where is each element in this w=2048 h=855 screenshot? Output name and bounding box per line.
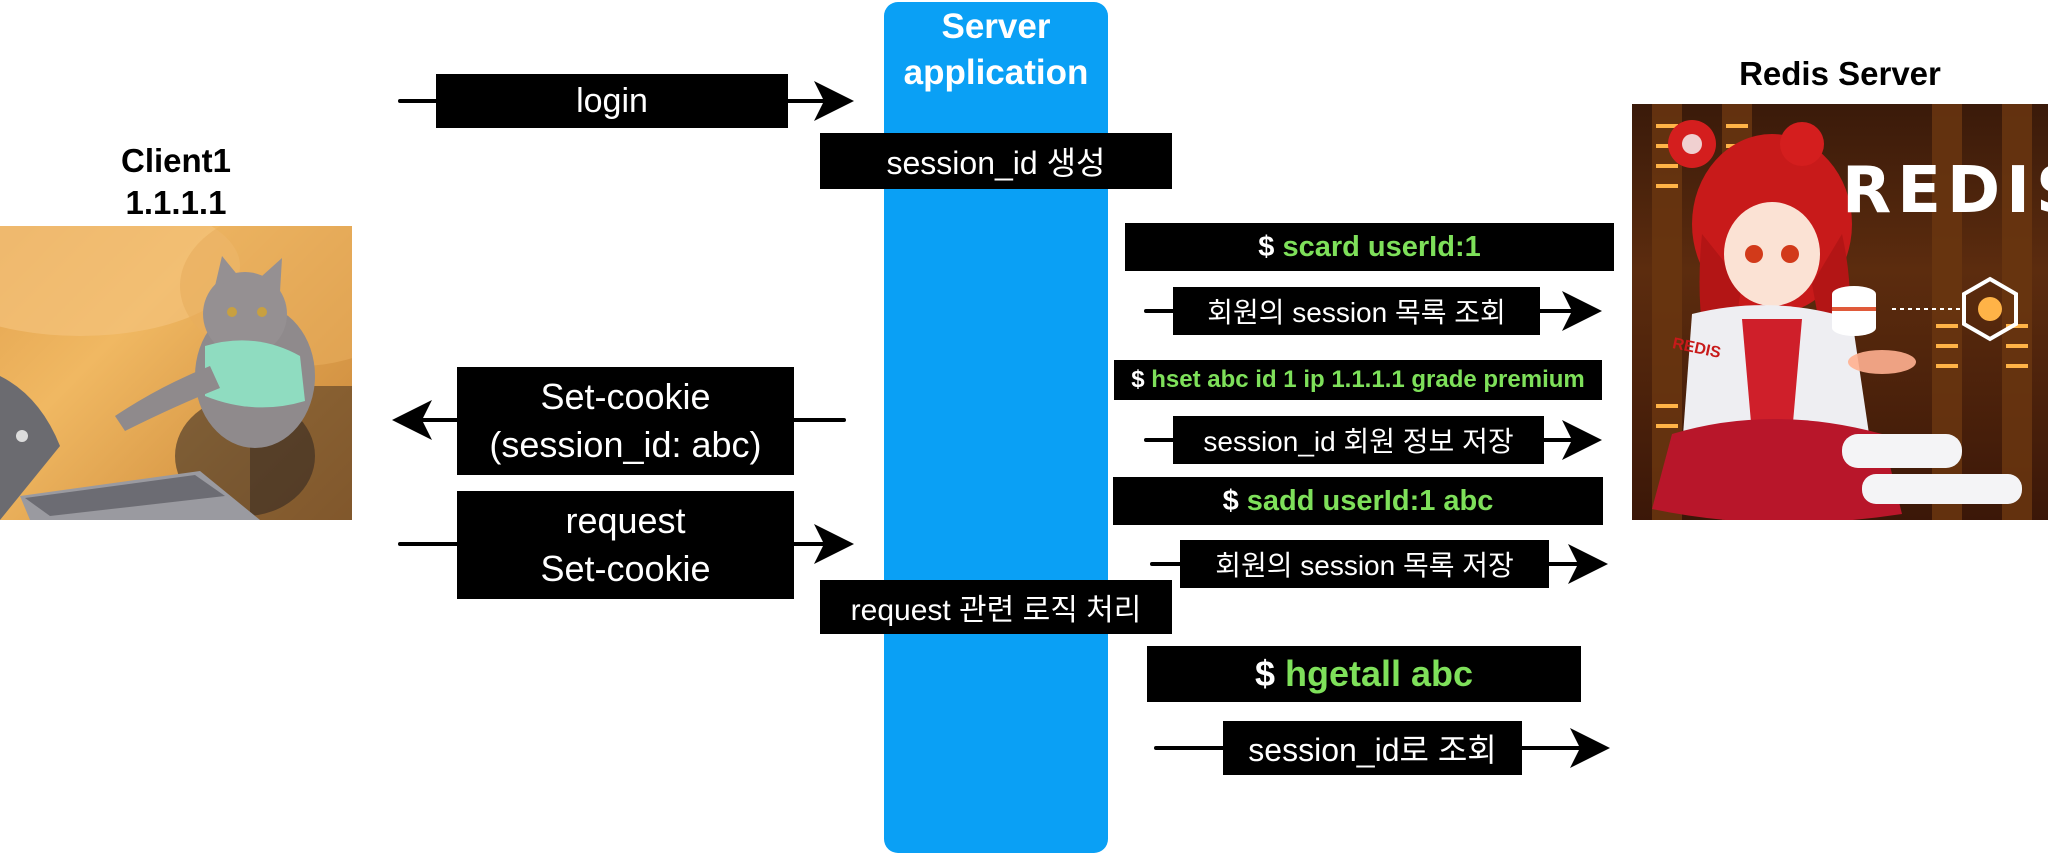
command-text: hgetall abc bbox=[1284, 653, 1474, 694]
command-text: sadd userId:1 abc bbox=[1246, 484, 1494, 517]
command-box-hgetall: $ hgetall abc bbox=[1147, 646, 1581, 702]
request-logic-box: request 관련 로직 처리 bbox=[820, 580, 1172, 634]
server-application-title: Server application bbox=[884, 4, 1108, 96]
action-label: session_id 회원 정보 저장 bbox=[1203, 426, 1514, 457]
request-line1: request bbox=[565, 500, 686, 541]
set-cookie-line2: (session_id: abc) bbox=[489, 424, 762, 465]
server-title-line1: Server bbox=[941, 7, 1051, 46]
action-box-session-list-query: 회원의 session 목록 조회 bbox=[1173, 287, 1540, 335]
action-box-session-query: session_id로 조회 bbox=[1223, 721, 1522, 775]
command-prompt: $ bbox=[1222, 484, 1239, 517]
login-label: login bbox=[576, 81, 648, 120]
redis-server-image: REDIS REDIS bbox=[1632, 104, 2048, 520]
client-name: Client1 bbox=[120, 142, 232, 179]
request-logic-label: request 관련 로직 처리 bbox=[850, 594, 1142, 627]
set-cookie-box: Set-cookie (session_id: abc) bbox=[457, 367, 794, 475]
command-box-sadd: $ sadd userId:1 abc bbox=[1113, 477, 1603, 525]
action-label: session_id로 조회 bbox=[1248, 732, 1497, 768]
session-create-label: session_id 생성 bbox=[886, 145, 1106, 181]
command-prompt: $ bbox=[1258, 230, 1275, 263]
command-prompt: $ bbox=[1131, 366, 1145, 393]
command-box-scard: $ scard userId:1 bbox=[1125, 223, 1614, 271]
action-box-session-info-save: session_id 회원 정보 저장 bbox=[1173, 416, 1544, 464]
request-box: request Set-cookie bbox=[457, 491, 794, 599]
redis-logo-text: REDIS bbox=[1842, 154, 2048, 228]
command-box-hset: $ hset abc id 1 ip 1.1.1.1 grade premium bbox=[1114, 360, 1602, 400]
command-text: scard userId:1 bbox=[1282, 230, 1481, 263]
session-create-box: session_id 생성 bbox=[820, 133, 1172, 189]
command-text: hset abc id 1 ip 1.1.1.1 grade premium bbox=[1151, 366, 1585, 393]
redis-server-title: Redis Server bbox=[1739, 55, 1941, 92]
command-prompt: $ bbox=[1254, 653, 1275, 694]
action-label: 회원의 session 목록 저장 bbox=[1215, 550, 1514, 581]
action-box-session-list-save: 회원의 session 목록 저장 bbox=[1180, 540, 1549, 588]
server-title-line2: application bbox=[903, 53, 1089, 92]
client-cat-image bbox=[0, 226, 352, 520]
request-line2: Set-cookie bbox=[540, 548, 711, 589]
set-cookie-line1: Set-cookie bbox=[540, 376, 711, 417]
client-ip: 1.1.1.1 bbox=[125, 184, 227, 221]
action-label: 회원의 session 목록 조회 bbox=[1207, 297, 1506, 328]
client-title: Client1 1.1.1.1 bbox=[96, 140, 256, 224]
login-box: login bbox=[436, 74, 788, 128]
